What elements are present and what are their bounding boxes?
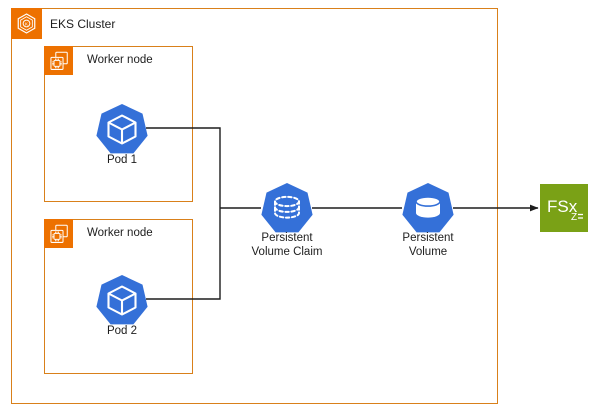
eks-cluster-label: EKS Cluster [50,17,116,31]
pod-2-label: Pod 2 [106,325,138,337]
pod-1-label: Pod 1 [106,154,138,166]
worker-node-group-1 [44,46,193,202]
amazon-fsx-icon: FSx Z [540,184,588,232]
eks-cluster-group [11,8,498,404]
worker-node-icon [44,219,73,248]
kubernetes-persistent-volume-claim-icon [259,180,315,236]
kubernetes-pod-icon [94,101,150,157]
kubernetes-pod-icon [94,272,150,328]
eks-cluster-icon: K [11,8,42,39]
persistent-volume-claim-label: Persistent Volume Claim [251,232,323,258]
worker-node-label-1: Worker node [87,54,153,66]
svg-text:FSx: FSx [547,197,578,216]
worker-node-label-2: Worker node [87,227,153,239]
svg-text:Z: Z [571,212,577,223]
svg-text:K: K [25,22,28,27]
persistent-volume-label: Persistent Volume [402,232,454,258]
kubernetes-persistent-volume-icon [400,180,456,236]
worker-node-icon [44,46,73,75]
